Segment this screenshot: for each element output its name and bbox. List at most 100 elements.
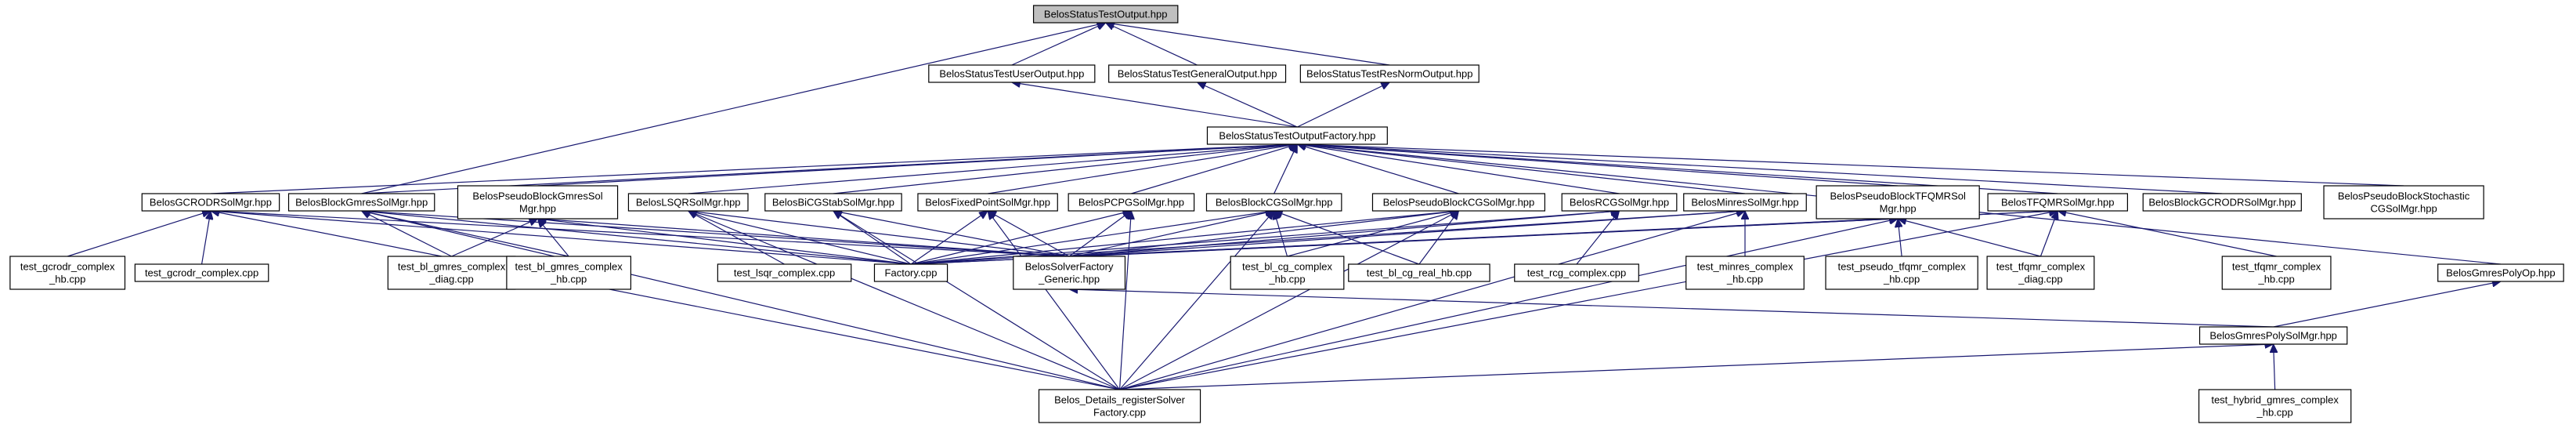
- node-label: _diag.cpp: [428, 274, 473, 285]
- node-useroutput[interactable]: BelosStatusTestUserOutput.hpp: [928, 64, 1096, 83]
- edge-solverfactory_generic-to-rcg: [1069, 211, 1619, 257]
- node-label: Factory.cpp: [885, 267, 938, 279]
- node-gmrespolyop[interactable]: BelosGmresPolyOp.hpp: [2437, 263, 2564, 282]
- node-test_tfqmr_complex_hb[interactable]: test_tfqmr_complex_hb.cpp: [2221, 256, 2332, 290]
- node-fixedpoint[interactable]: BelosFixedPointSolMgr.hpp: [917, 193, 1058, 212]
- node-label: test_tfqmr_complex: [2232, 261, 2321, 273]
- node-minres[interactable]: BelosMinresSolMgr.hpp: [1683, 193, 1807, 212]
- node-test_bl_gmres_complex_hb[interactable]: test_bl_gmres_complex_hb.cpp: [506, 256, 632, 290]
- edge-test_bl_gmres_complex_hb-to-pseudoblockgmres: [538, 219, 569, 257]
- edge-test_bl_gmres_complex_hb-to-blockgmres: [362, 211, 569, 257]
- node-label: _hb.cpp: [550, 274, 587, 285]
- node-test_bl_gmres_complex_diag[interactable]: test_bl_gmres_complex_diag.cpp: [387, 256, 516, 290]
- node-box: [1013, 256, 1126, 290]
- node-box: [1371, 193, 1546, 212]
- node-label: BelosBlockGCRODRSolMgr.hpp: [2148, 197, 2296, 209]
- node-label: test_bl_cg_complex: [1242, 261, 1332, 273]
- node-test_bl_cg_real_hb[interactable]: test_bl_cg_real_hb.cpp: [1348, 263, 1490, 282]
- edge-factory_cpp-to-pcpg: [910, 211, 1131, 265]
- edge-factory_cpp-to-bicgstab: [833, 211, 912, 265]
- edge-solverfactory_generic-to-bicgstab: [833, 211, 1070, 257]
- node-label: _hb.cpp: [2257, 274, 2294, 285]
- node-test_lsqr_complex[interactable]: test_lsqr_complex.cpp: [717, 263, 852, 282]
- node-label: BelosMinresSolMgr.hpp: [1691, 197, 1798, 209]
- node-label: test_gcrodr_complex.cpp: [145, 267, 258, 279]
- edge-test_pseudo_tfqmr_complex_hb-to-pseudoblocktfqmr: [1898, 219, 1902, 257]
- node-box: [1068, 193, 1195, 212]
- node-label: CGSolMgr.hpp: [2370, 203, 2437, 215]
- node-tfqmr[interactable]: BelosTFQMRSolMgr.hpp: [1987, 193, 2128, 212]
- node-box: [9, 256, 126, 290]
- node-factory_hpp[interactable]: BelosStatusTestOutputFactory.hpp: [1206, 126, 1388, 145]
- node-label: test_tfqmr_complex: [1996, 261, 2086, 273]
- node-test_minres_complex_hb[interactable]: test_minres_complex_hb.cpp: [1685, 256, 1805, 290]
- node-test_tfqmr_complex_diag[interactable]: test_tfqmr_complex_diag.cpp: [1986, 256, 2095, 290]
- node-gmrespolysolmgr[interactable]: BelosGmresPolySolMgr.hpp: [2198, 326, 2348, 345]
- node-box: [141, 193, 280, 212]
- edge-register_solver_factory-to-bicgstab: [833, 211, 1120, 390]
- edge-lsqr-to-factory_hpp: [688, 144, 1298, 194]
- node-label: BelosRCGSolMgr.hpp: [1570, 197, 1669, 209]
- node-root[interactable]: BelosStatusTestOutput.hpp: [1032, 5, 1179, 24]
- edge-useroutput-to-root: [1011, 22, 1106, 66]
- edge-factory_cpp-to-gcrodr: [211, 211, 912, 265]
- node-pcpg[interactable]: BelosPCPGSolMgr.hpp: [1068, 193, 1195, 212]
- edge-bicgstab-to-factory_hpp: [833, 144, 1297, 194]
- node-label: BelosBiCGStabSolMgr.hpp: [772, 197, 894, 209]
- node-test_rcg_complex[interactable]: test_rcg_complex.cpp: [1514, 263, 1639, 282]
- node-box: [917, 193, 1058, 212]
- node-generaloutput[interactable]: BelosStatusTestGeneralOutput.hpp: [1108, 64, 1287, 83]
- node-label: BelosStatusTestUserOutput.hpp: [939, 68, 1084, 80]
- node-box: [506, 256, 632, 290]
- node-test_pseudo_tfqmr_complex_hb[interactable]: test_pseudo_tfqmr_complex_hb.cpp: [1825, 256, 1978, 290]
- edge-rcg-to-factory_hpp: [1297, 144, 1620, 194]
- node-box: [2198, 326, 2348, 345]
- node-box: [2323, 185, 2484, 220]
- node-label: Mgr.hpp: [1880, 203, 1917, 215]
- edge-resnormoutput-to-root: [1106, 23, 1390, 66]
- node-label: BelosSolverFactory: [1025, 261, 1114, 273]
- node-bicgstab[interactable]: BelosBiCGStabSolMgr.hpp: [764, 193, 902, 212]
- edge-factory_cpp-to-blockgmres: [362, 211, 912, 265]
- node-label: Factory.cpp: [1093, 407, 1146, 419]
- node-factory_cpp[interactable]: Factory.cpp: [873, 263, 948, 282]
- node-blockgcrodr[interactable]: BelosBlockGCRODRSolMgr.hpp: [2142, 193, 2302, 212]
- edge-minres-to-factory_hpp: [1297, 144, 1746, 194]
- edge-factory_cpp-to-blockcg: [910, 211, 1274, 265]
- node-box: [1108, 64, 1287, 83]
- node-test_hybrid_gmres_complex_hb[interactable]: test_hybrid_gmres_complex_hb.cpp: [2198, 389, 2352, 423]
- node-test_bl_cg_complex_hb[interactable]: test_bl_cg_complex_hb.cpp: [1230, 256, 1345, 290]
- node-test_gcrodr_complex[interactable]: test_gcrodr_complex.cpp: [134, 263, 269, 282]
- node-resnormoutput[interactable]: BelosStatusTestResNormOutput.hpp: [1299, 64, 1479, 83]
- node-box: [1986, 256, 2095, 290]
- node-label: test_pseudo_tfqmr_complex: [1837, 261, 1966, 273]
- node-label: Belos_Details_registerSolver: [1054, 394, 1186, 406]
- node-test_gcrodr_complex_hb[interactable]: test_gcrodr_complex_hb.cpp: [9, 256, 126, 290]
- node-rcg[interactable]: BelosRCGSolMgr.hpp: [1561, 193, 1678, 212]
- edge-test_bl_cg_complex_hb-to-blockcg: [1274, 211, 1288, 257]
- node-label: _hb.cpp: [49, 274, 85, 285]
- node-box: [2221, 256, 2332, 290]
- node-gcrodr[interactable]: BelosGCRODRSolMgr.hpp: [141, 193, 280, 212]
- node-pseudoblockcg[interactable]: BelosPseudoBlockCGSolMgr.hpp: [1371, 193, 1546, 212]
- node-box: [2142, 193, 2302, 212]
- edge-gmrespolysolmgr-to-solverfactory_generic: [1069, 289, 2274, 328]
- node-blockgmres[interactable]: BelosBlockGmresSolMgr.hpp: [287, 193, 435, 212]
- edge-pseudoblockgmres-to-factory_hpp: [537, 144, 1298, 187]
- node-solverfactory_generic[interactable]: BelosSolverFactory_Generic.hpp: [1013, 256, 1126, 290]
- node-label: BelosBlockCGSolMgr.hpp: [1216, 197, 1333, 209]
- node-lsqr[interactable]: BelosLSQRSolMgr.hpp: [627, 193, 749, 212]
- edge-register_solver_factory-to-blockcg: [1119, 211, 1274, 390]
- node-label: _diag.cpp: [2018, 274, 2062, 285]
- edge-test_tfqmr_complex_hb-to-tfqmr: [2058, 211, 2277, 257]
- node-label: BelosGCRODRSolMgr.hpp: [150, 197, 272, 209]
- node-blockcg[interactable]: BelosBlockCGSolMgr.hpp: [1205, 193, 1342, 212]
- edge-fixedpoint-to-factory_hpp: [988, 144, 1297, 194]
- node-label: BelosPseudoBlockStochastic: [2338, 190, 2470, 202]
- edge-factory_hpp-to-resnormoutput: [1297, 82, 1389, 128]
- node-label: BelosStatusTestResNormOutput.hpp: [1306, 68, 1472, 80]
